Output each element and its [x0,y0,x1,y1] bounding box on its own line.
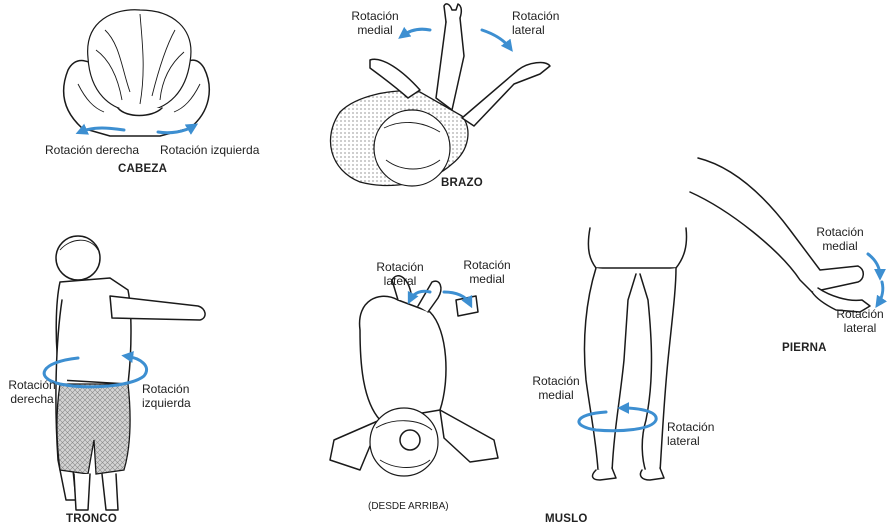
pierna-medial-label: Rotación medial [808,225,872,253]
muslo-lateral-label: Rotación lateral [667,420,714,448]
brazo-medial-line2: medial [340,23,410,37]
brazo-title: BRAZO [441,176,483,190]
arriba-lateral-line2: lateral [368,274,432,288]
pierna-lateral-label: Rotación lateral [830,307,890,335]
cabeza-title: CABEZA [118,162,167,176]
muslo-medial-label: Rotación medial [526,374,586,402]
arriba-caption: (DESDE ARRIBA) [368,500,449,514]
pierna-lateral-line1: Rotación [830,307,890,321]
muslo-title: MUSLO [545,512,588,526]
tronco-left-label: Rotación derecha [2,378,62,406]
brazo-medial-label: Rotación medial [340,9,410,37]
cabeza-right-label: Rotación izquierda [160,143,259,157]
tronco-right-line1: Rotación [142,382,191,396]
tronco-left-line2: derecha [2,392,62,406]
arriba-lateral-line1: Rotación [368,260,432,274]
muslo-medial-line1: Rotación [526,374,586,388]
muslo-medial-line2: medial [526,388,586,402]
arriba-medial-line2: medial [455,272,519,286]
cabeza-left-label: Rotación derecha [45,143,139,157]
tronco-right-line2: izquierda [142,396,191,410]
brazo-medial-line1: Rotación [340,9,410,23]
brazo-lateral-line2: lateral [512,23,559,37]
brazo-lateral-label: Rotación lateral [512,9,559,37]
tronco-left-line1: Rotación [2,378,62,392]
tronco-right-label: Rotación izquierda [142,382,191,410]
pierna-medial-line1: Rotación [808,225,872,239]
tronco-title: TRONCO [66,512,117,526]
tronco-figure [56,236,205,510]
pierna-title: PIERNA [782,341,827,355]
desde-arriba-figure [330,276,498,476]
pierna-lateral-line2: lateral [830,321,890,335]
arriba-medial-line1: Rotación [455,258,519,272]
cabeza-figure [64,10,210,136]
arriba-medial-label: Rotación medial [455,258,519,286]
muslo-lateral-line2: lateral [667,434,714,448]
brazo-lateral-line1: Rotación [512,9,559,23]
arriba-lateral-label: Rotación lateral [368,260,432,288]
pierna-medial-line2: medial [808,239,872,253]
muslo-lateral-line1: Rotación [667,420,714,434]
